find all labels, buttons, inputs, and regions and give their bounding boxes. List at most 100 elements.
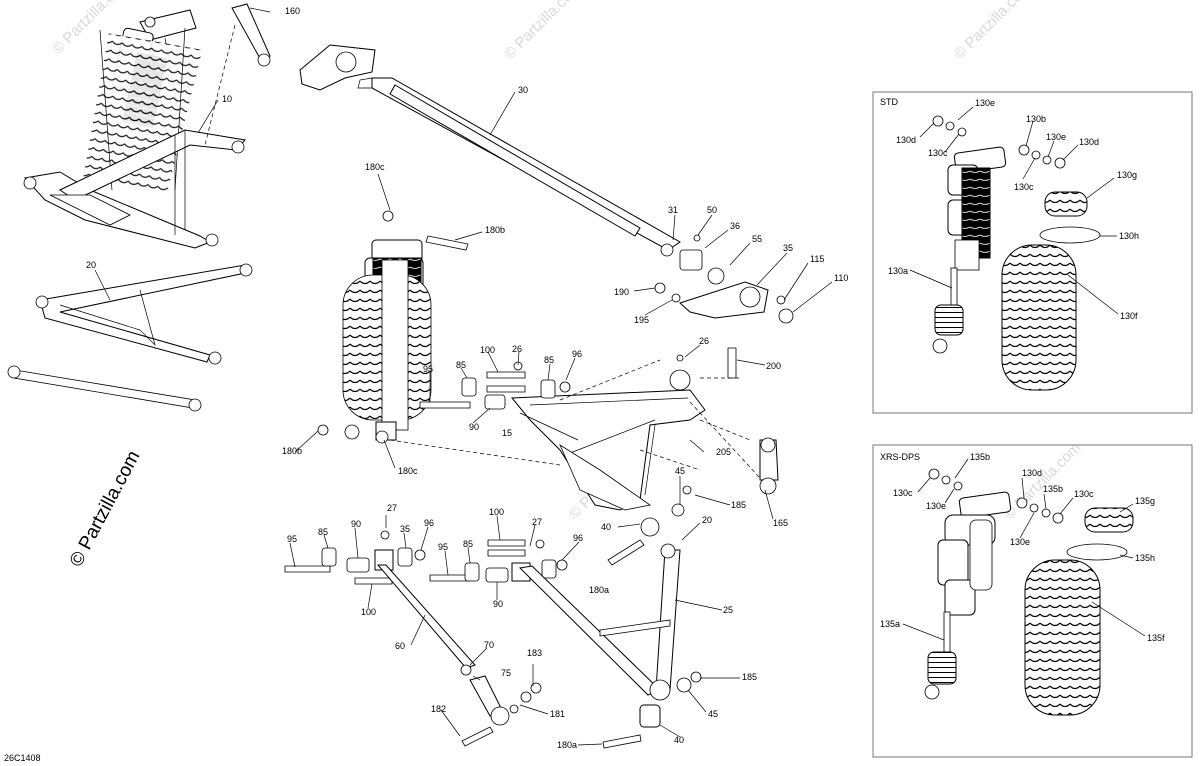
lower-arms-illustration [284,530,702,749]
callout-85: 85 [463,539,473,549]
stabilizer-link-illustration [7,365,202,412]
callout-100: 100 [489,507,504,517]
callout-130d: 130d [896,135,916,145]
callout-25: 25 [723,605,733,615]
callout-20: 20 [702,515,712,525]
callout-130e: 130e [1010,537,1030,547]
callout-70: 70 [484,640,494,650]
callout-130b: 130b [1026,114,1046,124]
callout-130e: 130e [926,501,946,511]
callout-45: 45 [708,709,718,719]
callout-55: 55 [752,234,762,244]
callout-200: 200 [766,361,781,371]
callout-190: 190 [614,287,629,297]
callout-135b: 135b [1043,484,1063,494]
callout-185: 185 [742,672,757,682]
callout-45: 45 [675,466,685,476]
callout-135g: 135g [1135,496,1155,506]
drive-shaft-illustration [231,3,681,251]
side-watermark: © Partzilla.com [66,447,145,570]
callout-130c: 130c [928,148,948,158]
callout-35: 35 [400,524,410,534]
callout-135a: 135a [880,619,900,629]
callout-96: 96 [424,518,434,528]
callout-85: 85 [456,360,466,370]
callout-135f: 135f [1147,633,1165,643]
callout-90: 90 [351,519,361,529]
callout-40: 40 [601,522,611,532]
callout-130g: 130g [1117,170,1137,180]
callout-95: 95 [423,364,433,374]
callout-50: 50 [707,205,717,215]
callout-182: 182 [431,704,446,714]
callout-185: 185 [731,500,746,510]
callout-30: 30 [518,85,528,95]
callout-180a: 180a [589,585,609,595]
callout-180c: 180c [365,162,385,172]
callout-27: 27 [387,503,397,513]
callout-130f: 130f [1120,311,1138,321]
callout-40: 40 [674,735,684,745]
callout-90: 90 [469,422,479,432]
diagram-code: 26C1408 [4,753,41,763]
callout-100: 100 [361,607,376,617]
watermark: © Partzilla.com [501,0,584,63]
callout-130c: 130c [1074,489,1094,499]
callout-135b: 135b [970,452,990,462]
callout-75: 75 [501,668,511,678]
callout-205: 205 [716,447,731,457]
center-shock-illustration [317,210,469,444]
callout-15: 15 [502,428,512,438]
callout-130h: 130h [1119,231,1139,241]
callout-85: 85 [544,355,554,365]
leader-lines [94,7,833,746]
callout-130e: 130e [1046,132,1066,142]
callout-135h: 135h [1135,553,1155,563]
connection-lines [204,24,761,479]
callout-90: 90 [493,599,503,609]
callout-181: 181 [550,709,565,719]
callout-96: 96 [573,533,583,543]
callout-160: 160 [285,6,300,16]
xrs-box-title: XRS-DPS [880,452,920,462]
xrs-dps-shock-box: XRS-DPS 135b 130c 130e 1 [872,444,1193,758]
callout-26: 26 [699,336,709,346]
callout-180b: 180b [485,225,505,235]
callout-165: 165 [773,518,788,528]
callout-95: 95 [287,534,297,544]
callout-130c: 130c [1014,182,1034,192]
std-box-title: STD [880,97,899,107]
callout-10: 10 [222,94,232,104]
callout-130c: 130c [893,488,913,498]
callout-27: 27 [532,517,542,527]
callout-130d: 130d [1079,137,1099,147]
callout-183: 183 [527,648,542,658]
callout-130a: 130a [888,266,908,276]
center-arm-illustration [419,234,794,537]
callout-85: 85 [318,527,328,537]
callout-115: 115 [810,254,824,264]
watermark: © Partzilla.com [951,0,1034,63]
callout-36: 36 [730,221,740,231]
std-shock-box: STD 130e 130d 130c [872,91,1193,414]
upper-a-arm-illustration [35,263,253,365]
callout-96: 96 [572,349,582,359]
callout-labels: 160 10 30 20 180c 180b 180b 180c 31 50 3… [86,6,848,750]
callout-180a: 180a [557,740,577,750]
callout-195: 195 [634,315,649,325]
callout-130e: 130e [975,98,995,108]
callout-180b: 180b [282,446,302,456]
callout-130d: 130d [1022,468,1042,478]
callout-26: 26 [512,344,522,354]
front-suspension-assembly-illustration [23,9,246,249]
callout-35: 35 [783,243,793,253]
callout-20: 20 [86,260,96,270]
callout-95: 95 [438,542,448,552]
callout-60: 60 [395,641,405,651]
callout-31: 31 [668,205,678,215]
callout-180c: 180c [398,466,418,476]
callout-100: 100 [480,345,495,355]
callout-110: 110 [834,273,848,283]
